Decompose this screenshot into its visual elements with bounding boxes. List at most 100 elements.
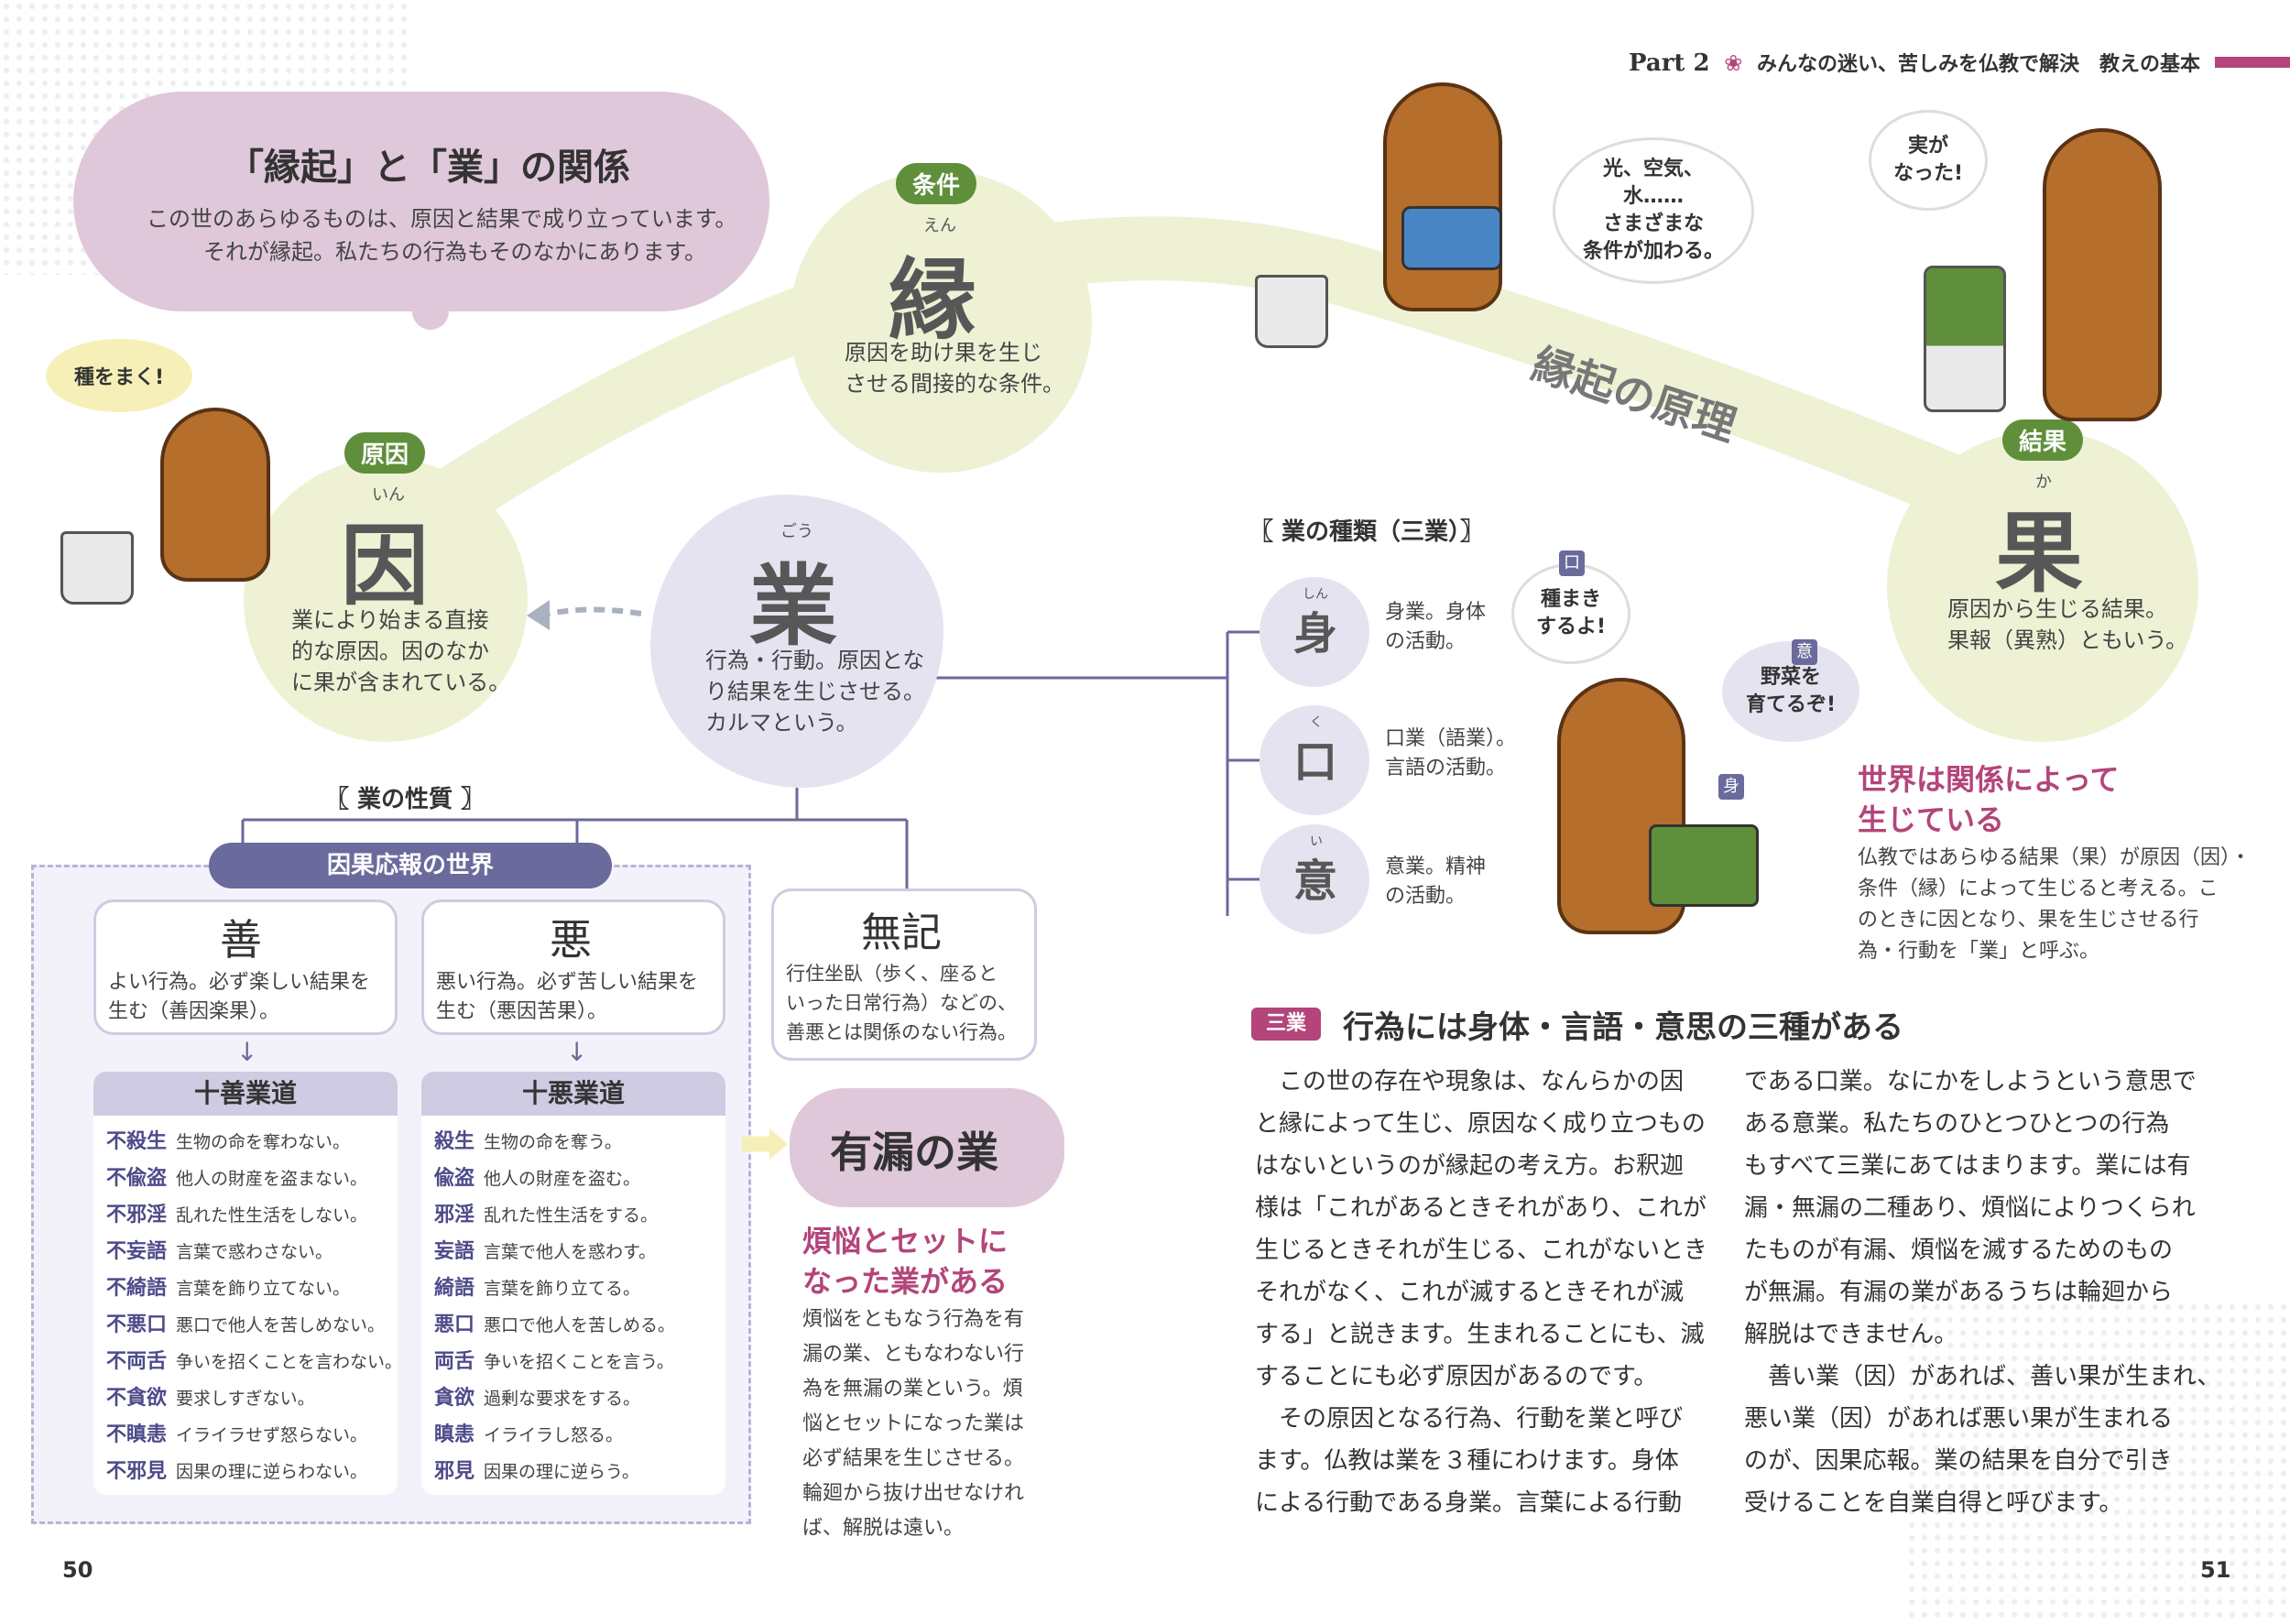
- page-number-left: 50: [62, 1557, 93, 1583]
- in-circle: [244, 458, 528, 742]
- ka-pill: 結果: [2002, 420, 2084, 461]
- article-line: この世の存在や現象は、なんらかの因: [1255, 1068, 1685, 1095]
- list-item: 偸盗他人の財産を盗む。: [434, 1161, 640, 1191]
- article-line: が無漏。有漏の業があるうちは輪廻から: [1744, 1279, 2174, 1306]
- in-furigana: いん: [372, 485, 405, 505]
- list-item: 綺語言葉を飾り立てる。: [434, 1271, 640, 1301]
- precept-description: イライラせず怒らない。: [176, 1425, 368, 1445]
- list-item: 不殺生生物の命を奪わない。: [106, 1125, 350, 1154]
- badge-mouth: 口: [1559, 550, 1585, 576]
- precept-description: 言葉で惑わさない。: [176, 1242, 333, 1262]
- list-item: 不両舌争いを招くことを言わない。: [106, 1345, 402, 1374]
- precept-description: 言葉を飾り立てない。: [176, 1279, 351, 1299]
- uro-title: 有漏の業: [830, 1128, 998, 1177]
- precept-term: 不邪淫: [106, 1204, 168, 1226]
- aku-box: [421, 899, 725, 1035]
- world-bar: 因果応報の世界: [209, 843, 612, 888]
- gou-desc-1: 行為・行動。原因とな: [705, 648, 925, 673]
- shin-desc-2: の活動。: [1385, 630, 1467, 653]
- precept-term: 邪見: [434, 1460, 475, 1483]
- precept-description: 乱れた性生活をしない。: [176, 1205, 368, 1226]
- muki-box: [771, 888, 1037, 1061]
- i-furigana: い: [1310, 834, 1323, 849]
- en-circle: [790, 170, 1092, 473]
- dot-pattern-bottom-right: [1905, 1301, 2290, 1624]
- list-item: 不悪口悪口で他人を苦しめない。: [106, 1308, 385, 1337]
- precept-description: イライラし怒る。: [484, 1425, 624, 1445]
- world-heading-2: 生じている: [1858, 802, 2005, 837]
- article-line: その原因となる行為、行動を業と呼び: [1255, 1405, 1684, 1433]
- world-text-2: 条件（縁）によって生じると考える。こ: [1858, 877, 2219, 900]
- bubble-veg: 野菜を 育てるぞ!: [1722, 641, 1859, 742]
- precept-term: 不綺語: [106, 1277, 168, 1300]
- precept-description: 生物の命を奪わない。: [176, 1132, 351, 1152]
- precept-description: 争いを招くことを言う。: [484, 1352, 674, 1372]
- intro-text-1: この世のあらゆるものは、原因と結果で成り立っています。: [147, 206, 737, 232]
- aku-char: 悪: [550, 915, 592, 965]
- precept-term: 不悪口: [106, 1313, 168, 1336]
- muki-desc-3: 善悪とは関係のない行為。: [786, 1021, 1017, 1043]
- precept-description: 要求しすぎない。: [176, 1389, 315, 1409]
- en-desc-2: させる間接的な条件。: [845, 371, 1064, 397]
- shin-char: 身: [1293, 608, 1338, 659]
- precept-description: 争いを招くことを言わない。: [176, 1352, 403, 1372]
- gou-desc-3: カルマという。: [705, 710, 858, 736]
- uro-text-line: 漏の業、ともなわない行: [802, 1343, 1025, 1366]
- precept-description: 悪口で他人を苦しめる。: [484, 1315, 676, 1335]
- precept-term: 不妄語: [106, 1240, 168, 1263]
- article-line: である口業。なにかをしようという意思で: [1744, 1068, 2197, 1095]
- sangou-item-ku: [1260, 705, 1369, 815]
- character-sowing: [160, 408, 270, 582]
- article-line: 漏・無漏の二種あり、煩悩によりつくられ: [1744, 1194, 2196, 1222]
- article-line: 解脱はできません。: [1744, 1321, 1958, 1348]
- arrow-down-icon: ↓: [566, 1037, 588, 1067]
- zen-desc-1: よい行為。必ず楽しい結果を: [108, 971, 371, 994]
- uro-text-line: 為を無漏の業という。煩: [802, 1378, 1023, 1401]
- bubble-seed: 種をまく!: [46, 339, 192, 412]
- precept-term: 不偸盗: [106, 1167, 168, 1190]
- uro-text-line: ば、解脱は遠い。: [802, 1517, 965, 1540]
- bubble-light-line: さまざまな: [1602, 213, 1704, 235]
- sprout-pot-icon: [1255, 275, 1328, 348]
- article-line: のが、因果応報。業の結果を自分で引き: [1744, 1447, 2173, 1475]
- article-line: たものが有漏、煩悩を滅するためのもの: [1744, 1237, 2174, 1264]
- world-text-4: 為・行動を「業」と呼ぶ。: [1858, 940, 2100, 963]
- uro-text-line: 輪廻から抜け出せなけれ: [802, 1482, 1025, 1505]
- list-item: 邪見因果の理に逆らう。: [434, 1455, 639, 1484]
- list-item: 不瞋恚イライラせず怒らない。: [106, 1418, 367, 1447]
- precept-term: 不瞋恚: [106, 1423, 168, 1446]
- precept-term: 不殺生: [106, 1130, 168, 1153]
- muki-desc-2: いった日常行為）などの、: [786, 992, 1017, 1014]
- article-line: することにも必ず原因があるのです。: [1255, 1363, 1658, 1390]
- article-line: ある意業。私たちのひとつひとつの行為: [1744, 1110, 2170, 1138]
- ka-furigana: か: [2035, 473, 2052, 492]
- precept-description: 因果の理に逆らわない。: [176, 1462, 368, 1482]
- in-desc-3: に果が含まれている。: [291, 670, 511, 695]
- en-desc-1: 原因を助け果を生じ: [845, 340, 1042, 365]
- uro-heading-2: なった業がある: [802, 1264, 1009, 1299]
- article-line: もすべて三業にあてはまります。業には有: [1744, 1152, 2191, 1180]
- in-pill: 原因: [344, 432, 426, 474]
- muki-desc-1: 行住坐臥（歩く、座ると: [786, 963, 998, 985]
- list-item: 不邪淫乱れた性生活をしない。: [106, 1198, 367, 1227]
- precept-term: 殺生: [434, 1130, 475, 1153]
- article-line: それがなく、これが滅するときそれが滅: [1255, 1279, 1685, 1306]
- list-item: 殺生生物の命を奪う。: [434, 1125, 622, 1154]
- list-item: 不邪見因果の理に逆らわない。: [106, 1455, 367, 1484]
- list-item: 瞋恚イライラし怒る。: [434, 1418, 623, 1447]
- lotus-icon: ❀: [1724, 50, 1743, 76]
- gou-furigana: ごう: [780, 522, 813, 541]
- precept-term: 邪淫: [434, 1204, 475, 1226]
- precept-description: 言葉で他人を惑わす。: [484, 1242, 657, 1262]
- world-text-3: のときに因となり、果を生じさせる行: [1858, 909, 2199, 932]
- bubble-fruit: 実が なった!: [1869, 110, 1988, 211]
- intro-cloud-tail: [412, 293, 449, 330]
- precept-description: 過剰な要求をする。: [484, 1389, 641, 1409]
- zen-box: [93, 899, 398, 1035]
- article-line: ます。仏教は業を３種にわけます。身体: [1255, 1447, 1679, 1475]
- bubble-light: 光、空気、 水…… さまざまな 条件が加わる。: [1553, 137, 1754, 284]
- header-title: みんなの迷い、苦しみを仏教で解決 教えの基本: [1757, 53, 2201, 76]
- zen-char: 善: [220, 915, 262, 965]
- intro-cloud: [73, 92, 769, 311]
